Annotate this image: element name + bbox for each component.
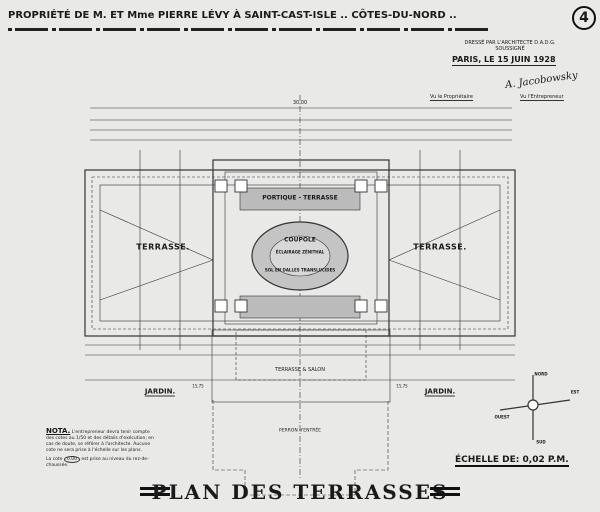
level-label: La cote	[46, 457, 63, 462]
central-block	[212, 159, 390, 337]
dimension-top: 30,00	[292, 100, 308, 106]
entrance-label: PERRON d'ENTRÉE	[278, 428, 322, 434]
terrace-salon-label: TERRASSE & SALON	[275, 367, 325, 373]
compass-icon	[499, 375, 571, 440]
compass-north: NORD	[534, 371, 548, 377]
owner-approval: Vu le Propriétaire	[430, 94, 473, 101]
nota-block: NOTA. L'entrepreneur devra tenir compte …	[46, 428, 156, 469]
compass-west: OUEST	[494, 414, 510, 420]
level-text: est prise au niveau du rez-de-chaussée.	[46, 457, 149, 468]
architect-sub: SOUSSIGNÉ	[495, 46, 525, 52]
dome-floor-label: SOL EN DALLES TRANSLUCIDES	[264, 267, 336, 273]
title-ornament-right	[430, 487, 460, 496]
garden-left-label: JARDIN.	[144, 387, 176, 397]
scale-label: ÉCHELLE DE: 0,02 P.M.	[455, 455, 569, 467]
drawing-title: PROPRIÉTÉ DE M. ET Mme PIERRE LÉVY À SAI…	[8, 10, 457, 21]
contractor-approval: Vu l'Entrepreneur	[520, 94, 564, 101]
sheet-title: PLAN DES TERRASSES	[151, 480, 449, 504]
nota-label: NOTA.	[46, 427, 71, 435]
dimension-left: 15,75	[192, 383, 204, 389]
title-underline	[8, 28, 488, 31]
entrance-outline	[212, 400, 389, 496]
architect-stamp: DRESSÉ PAR L'ARCHITECTE D.A.D.G. SOUSSIG…	[450, 40, 570, 52]
architect-line: DRESSÉ PAR L'ARCHITECTE D.A.D.G.	[464, 40, 556, 46]
compass-east: EST	[570, 389, 580, 395]
garden-right-label: JARDIN.	[424, 387, 456, 397]
dome-sub-label: ÉCLAIRAGE ZÉNITHAL	[275, 249, 325, 255]
sheet-number: 4	[572, 6, 596, 30]
title-ornament-left	[140, 487, 170, 496]
dimension-right: 15,75	[396, 383, 408, 389]
terrace-right-label: TERRASSE.	[413, 242, 467, 252]
drawing-date: PARIS, LE 15 JUIN 1928	[452, 55, 556, 66]
terrace-left-label: TERRASSE.	[136, 242, 190, 252]
level-value: 0,00	[63, 456, 80, 463]
dome-label: COUPOLE	[284, 236, 316, 244]
nota-text: L'entrepreneur devra tenir compte des co…	[46, 430, 154, 453]
portico-label: PORTIQUE - TERRASSE	[262, 194, 338, 202]
compass-south: SUD	[536, 439, 546, 445]
